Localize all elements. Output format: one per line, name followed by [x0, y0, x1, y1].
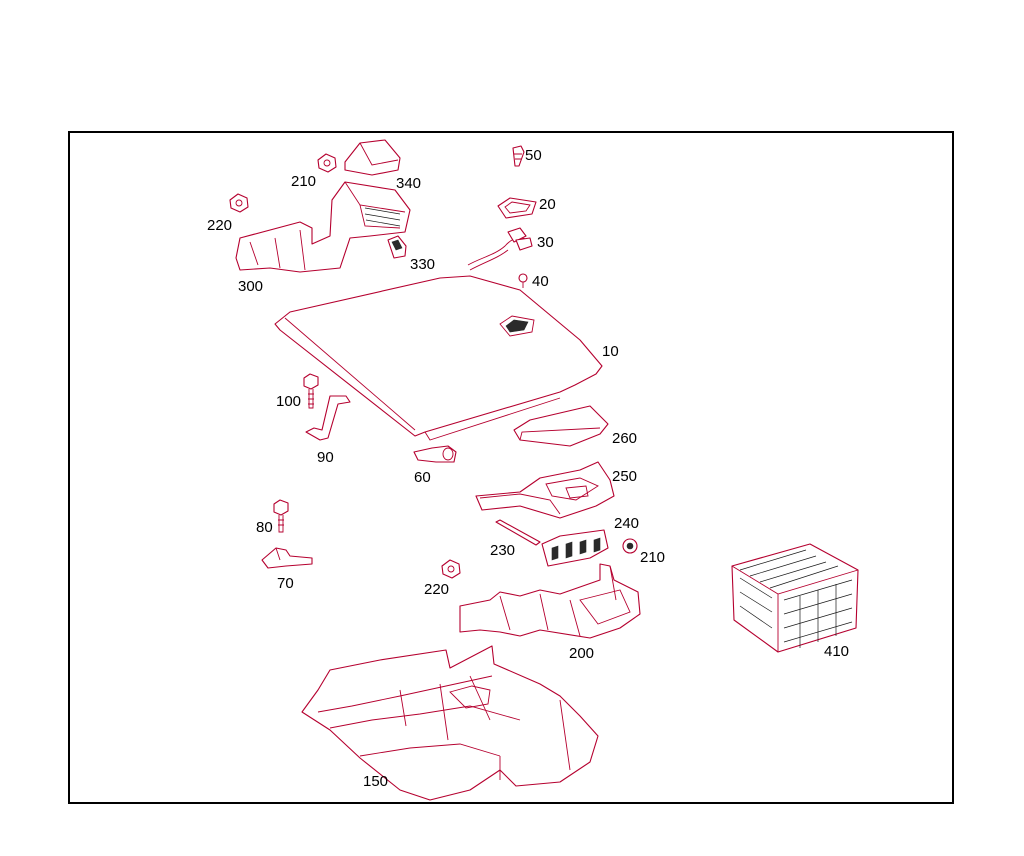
part-300-bracket[interactable] — [235, 181, 411, 273]
diagram-frame — [68, 131, 954, 804]
callout-90: 90 — [317, 449, 334, 466]
part-260-cover[interactable] — [513, 405, 609, 447]
callout-410: 410 — [824, 643, 849, 660]
part-150-floor-tub[interactable] — [301, 645, 599, 801]
callout-80: 80 — [256, 519, 273, 536]
part-410-crate[interactable] — [731, 543, 859, 653]
callout-20: 20 — [539, 196, 556, 213]
callout-300: 300 — [238, 278, 263, 295]
part-340-cover[interactable] — [344, 139, 401, 176]
callout-150: 150 — [363, 773, 388, 790]
callout-10: 10 — [602, 343, 619, 360]
part-90-bracket[interactable] — [305, 395, 351, 441]
part-250-tray[interactable] — [475, 461, 615, 519]
callout-210-right: 210 — [640, 549, 665, 566]
part-200-tray-housing[interactable] — [459, 563, 641, 639]
callout-50: 50 — [525, 147, 542, 164]
callout-30: 30 — [537, 234, 554, 251]
part-210-nut-right[interactable] — [622, 538, 638, 554]
callout-220-mid: 220 — [424, 581, 449, 598]
part-70-bracket[interactable] — [261, 547, 313, 569]
callout-70: 70 — [277, 575, 294, 592]
callout-340: 340 — [396, 175, 421, 192]
callout-240: 240 — [614, 515, 639, 532]
part-220-nut-top[interactable] — [229, 193, 249, 213]
callout-210-top: 210 — [291, 173, 316, 190]
part-40-screw[interactable] — [518, 273, 528, 288]
callout-60: 60 — [414, 469, 431, 486]
part-10-load-floor[interactable] — [274, 275, 603, 441]
part-240-bracket[interactable] — [541, 529, 609, 567]
callout-200: 200 — [569, 645, 594, 662]
callout-230: 230 — [490, 542, 515, 559]
part-210-nut-top[interactable] — [317, 153, 337, 173]
callout-40: 40 — [532, 273, 549, 290]
callout-330: 330 — [410, 256, 435, 273]
callout-260: 260 — [612, 430, 637, 447]
callout-100: 100 — [276, 393, 301, 410]
callout-250: 250 — [612, 468, 637, 485]
part-80-screw[interactable] — [273, 499, 289, 533]
part-220-nut-mid[interactable] — [441, 559, 461, 579]
part-20-grommet[interactable] — [497, 197, 537, 219]
callout-220-top: 220 — [207, 217, 232, 234]
part-60-hinge[interactable] — [413, 445, 457, 463]
part-30-cable[interactable] — [467, 227, 533, 271]
part-100-screw[interactable] — [303, 373, 319, 409]
part-330-clip[interactable] — [387, 235, 407, 259]
part-230-strip[interactable] — [495, 519, 541, 546]
part-50-clip[interactable] — [512, 145, 525, 167]
